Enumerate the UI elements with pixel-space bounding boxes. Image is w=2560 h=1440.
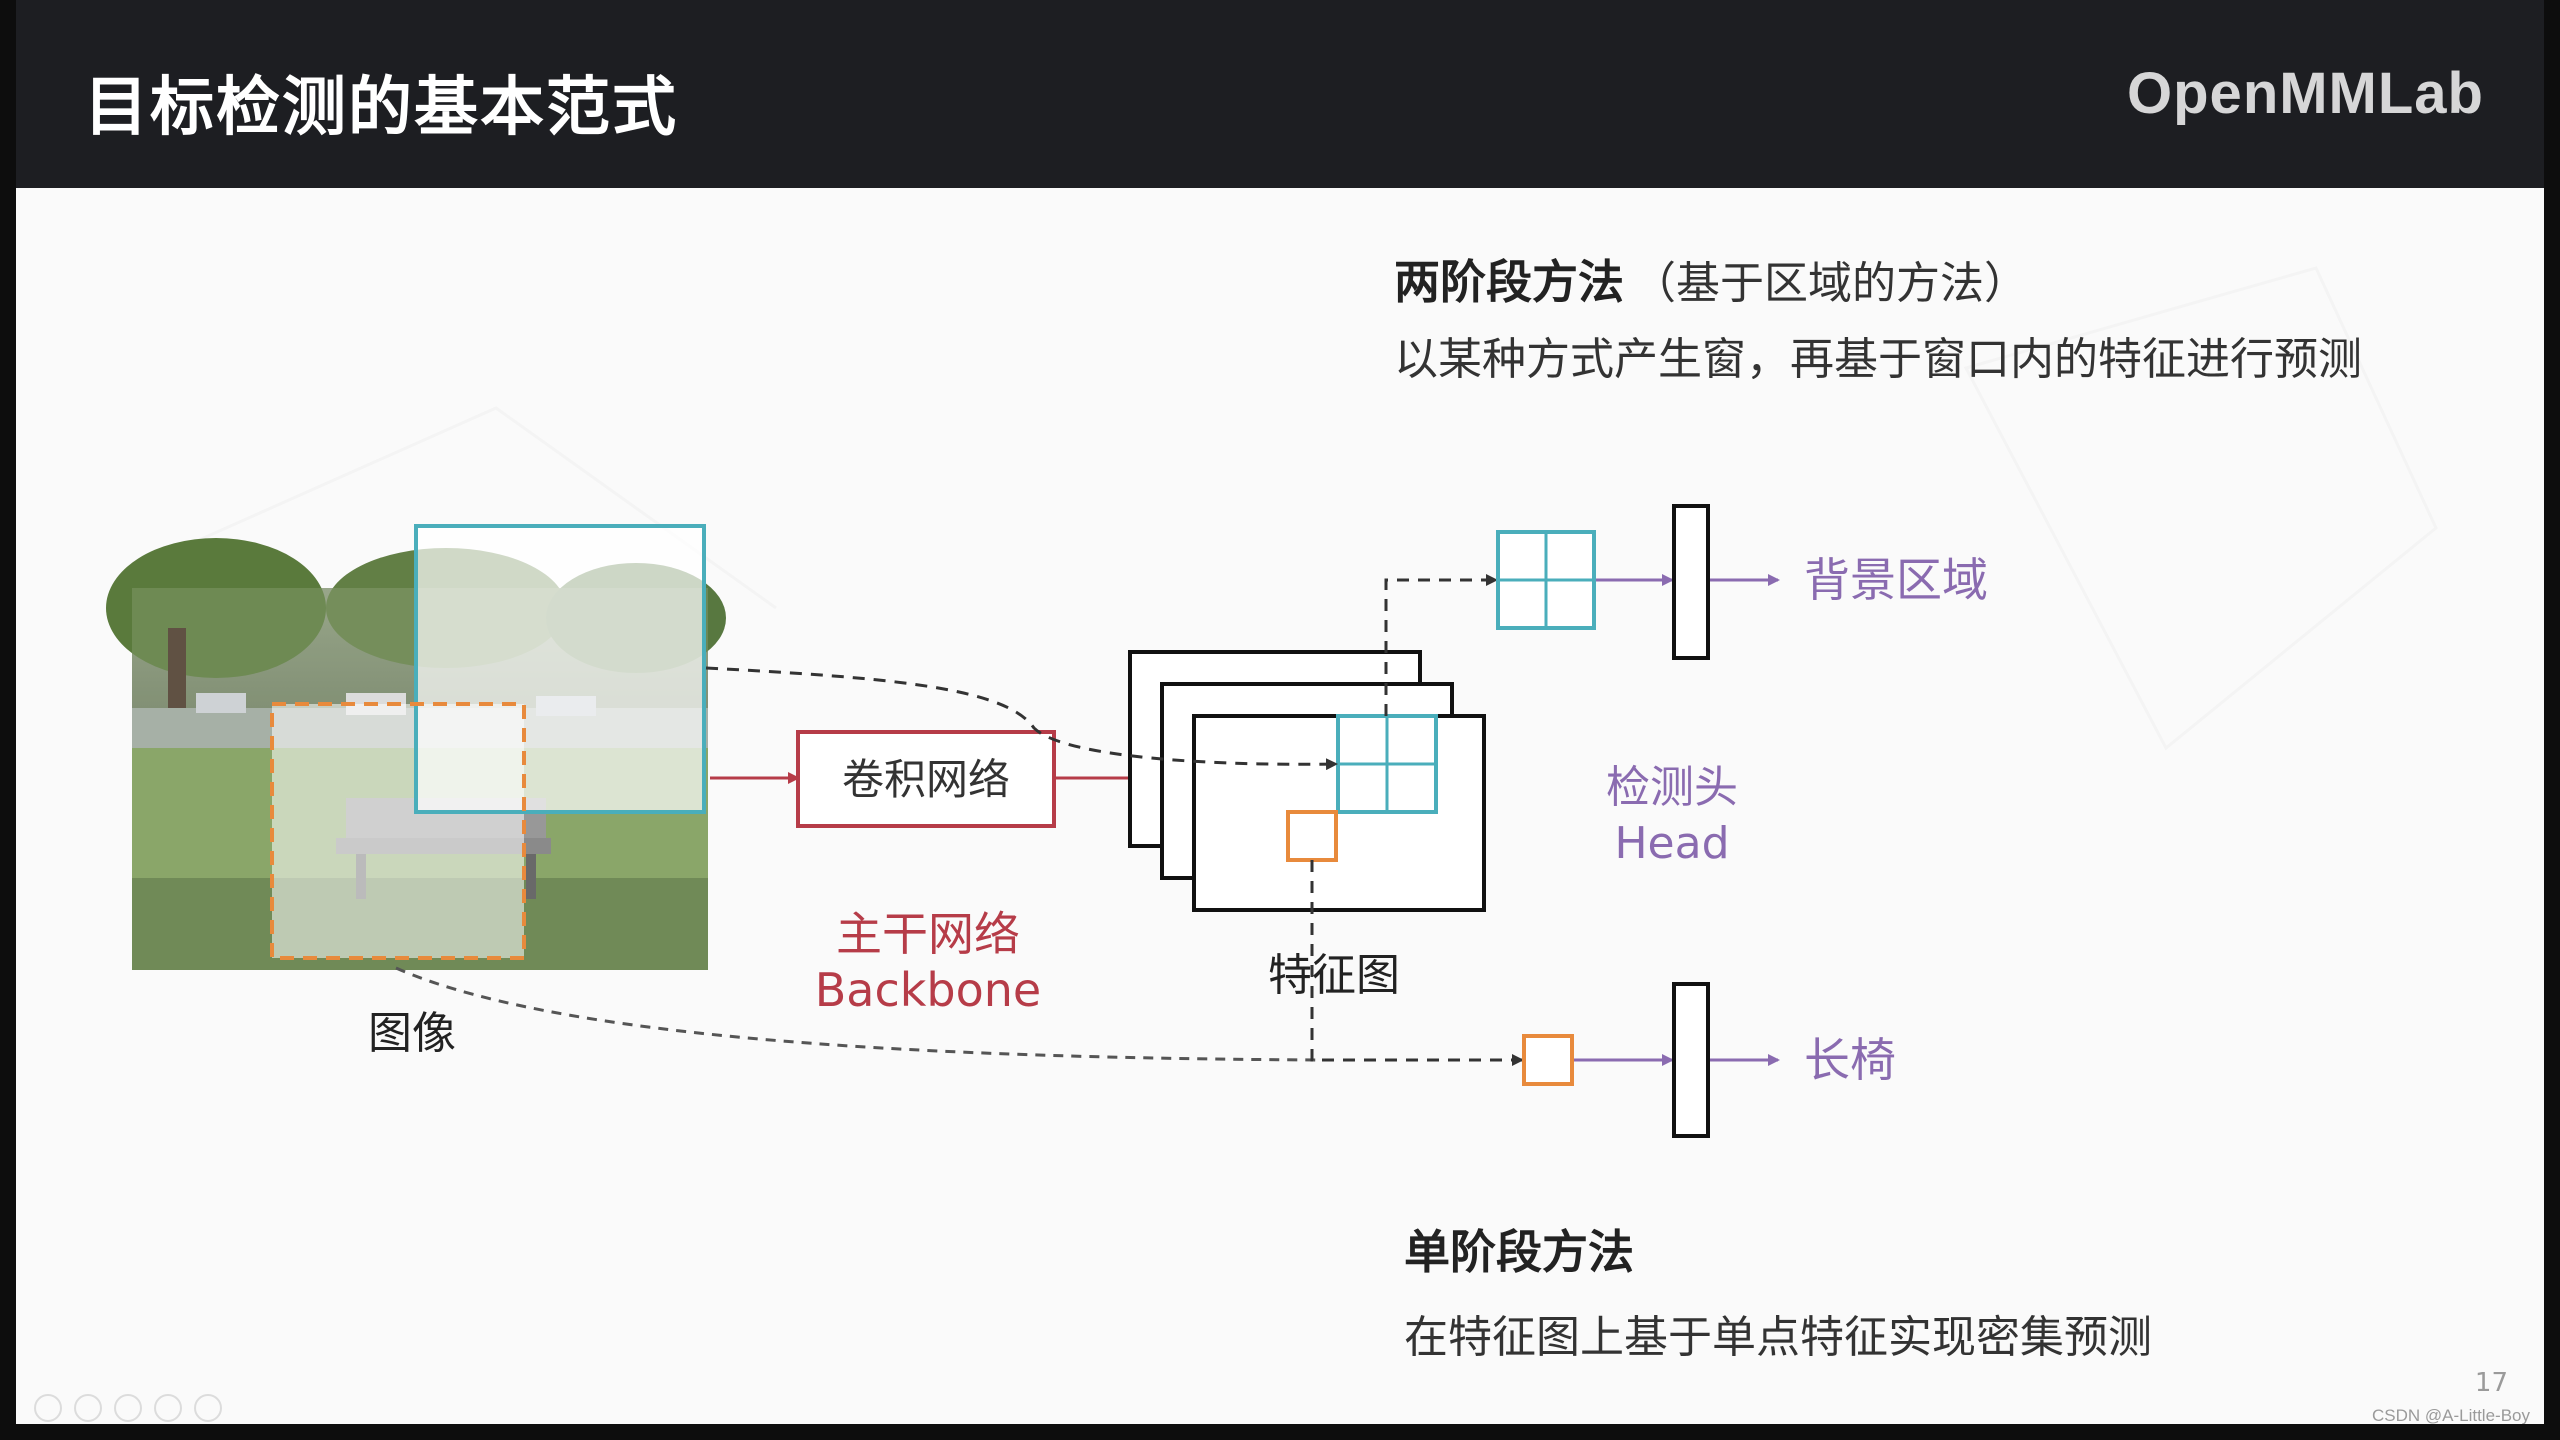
cnn-box [796, 730, 1056, 828]
roi-projection-path [705, 666, 1338, 771]
point-feature-box [1522, 1034, 1574, 1086]
feature-map-point-orange [1286, 810, 1338, 862]
feature-map-label: 特征图 [1268, 950, 1400, 1001]
point-to-head-path [1310, 860, 1524, 1066]
slides-icon[interactable] [114, 1394, 142, 1422]
cnn-label: 卷积网络 [842, 755, 1010, 804]
watermark-credit: CSDN @A-Little-Boy [2371, 1406, 2530, 1424]
input-image [106, 526, 726, 970]
roi-to-head-path [1384, 574, 1498, 716]
output-background-label: 背景区域 [1804, 553, 1988, 607]
roi-feature-grid [1496, 530, 1596, 630]
backbone-label-en: Backbone [815, 963, 1041, 1017]
one-stage-description: 在特征图上基于单点特征实现密集预测 [1404, 1312, 2152, 1363]
background-proposal-box [414, 524, 706, 814]
openmmlab-logo: OpenMMLab [2127, 61, 2484, 126]
feature-map-roi-teal [1336, 714, 1438, 814]
play-icon[interactable] [34, 1394, 62, 1422]
slide-title: 目标检测的基本范式 [84, 71, 678, 145]
image-label: 图像 [368, 1008, 456, 1059]
one-stage-title: 单阶段方法 [1404, 1225, 1634, 1279]
window-bottom-bar [0, 1424, 2560, 1440]
head-label-en: Head [1614, 818, 1729, 869]
bench-projection-path [395, 966, 1317, 1062]
two-stage-title: 两阶段方法 [1394, 255, 1624, 309]
backbone-label-cn: 主干网络 [836, 907, 1020, 961]
detection-diagram: 两阶段方法 （基于区域的方法） 以某种方式产生窗，再基于窗口内的特征进行预测 [106, 255, 2438, 1363]
output-bench-label: 长椅 [1804, 1033, 1896, 1087]
head-fc-top [1672, 504, 1710, 660]
slide-header: 目标检测的基本范式 OpenMMLab [16, 0, 2544, 188]
bench-proposal-box [270, 702, 526, 960]
slide-canvas: 两阶段方法 （基于区域的方法） 以某种方式产生窗，再基于窗口内的特征进行预测 [16, 188, 2544, 1424]
head-fc-bottom [1672, 982, 1710, 1138]
presentation-toolbar [34, 1394, 222, 1422]
more-icon[interactable] [194, 1394, 222, 1422]
two-stage-description: 以某种方式产生窗，再基于窗口内的特征进行预测 [1394, 334, 2362, 385]
pen-icon[interactable] [74, 1394, 102, 1422]
head-label-cn: 检测头 [1606, 762, 1738, 813]
zoom-icon[interactable] [154, 1394, 182, 1422]
two-stage-paren: （基于区域的方法） [1632, 258, 2028, 309]
page-number: 17 [2474, 1368, 2508, 1398]
